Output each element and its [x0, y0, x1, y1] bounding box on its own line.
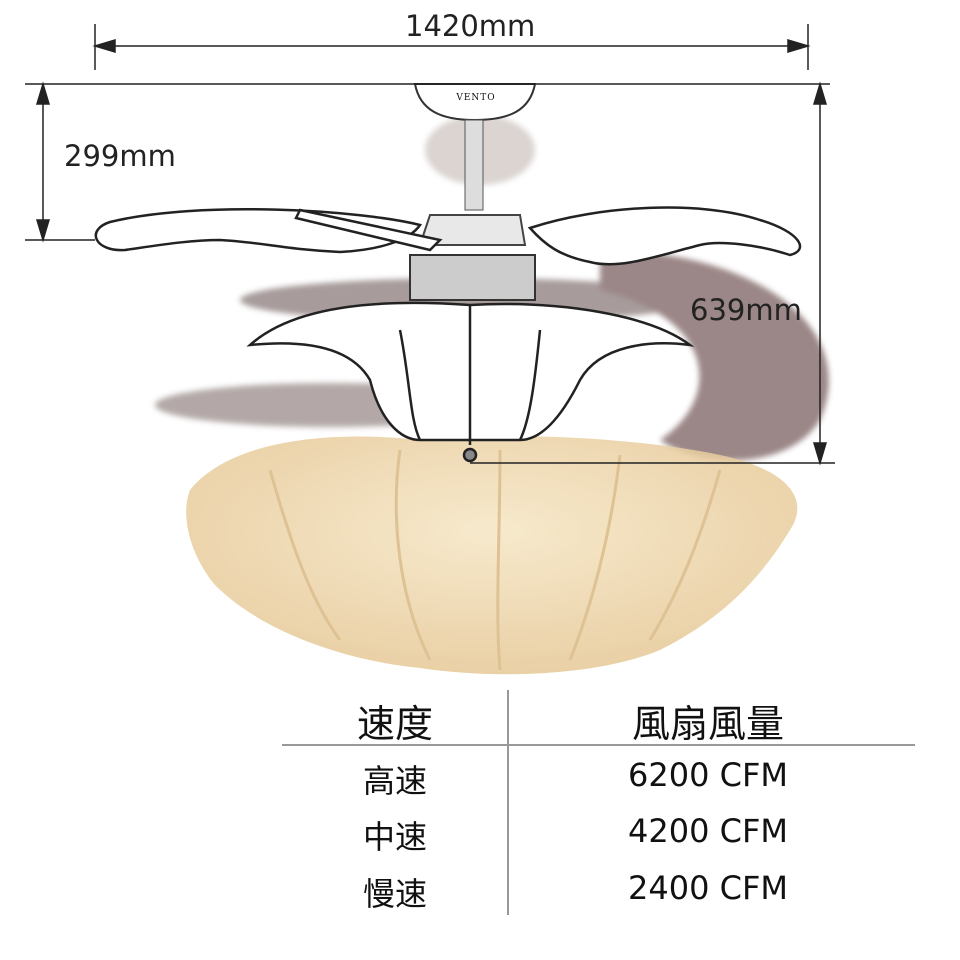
dimension-lines	[25, 24, 835, 466]
glass-light-bowl	[186, 435, 798, 675]
row-speed: 高速	[362, 762, 427, 800]
width-dimension-label: 1420mm	[405, 9, 536, 43]
row-speed: 慢速	[362, 875, 427, 913]
row-airflow: 4200 CFM	[628, 812, 788, 850]
header-airflow: 風扇風量	[631, 702, 784, 746]
motor-housing	[418, 214, 527, 246]
row-airflow: 2400 CFM	[628, 869, 788, 907]
row-speed: 中速	[362, 818, 427, 856]
downrod	[464, 119, 484, 211]
lamp-shade	[246, 301, 695, 463]
drop-dimension-label: 299mm	[64, 139, 176, 173]
header-speed: 速度	[356, 702, 433, 746]
fan-blades	[94, 206, 802, 266]
brand-logo: VENTO	[456, 93, 496, 103]
row-airflow: 6200 CFM	[628, 756, 788, 794]
height-dimension-label: 639mm	[690, 293, 802, 327]
